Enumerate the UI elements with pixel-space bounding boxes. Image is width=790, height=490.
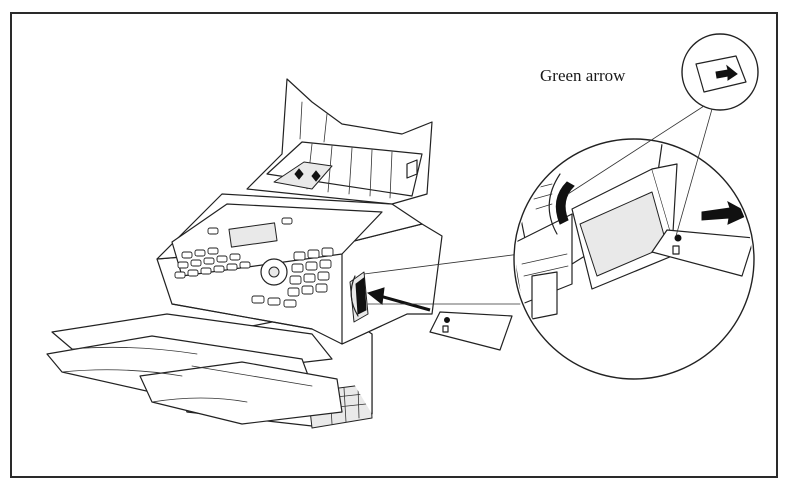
green-arrow-label: Green arrow: [540, 66, 626, 85]
callout-lines: [363, 253, 521, 305]
insertion-arrow: [366, 287, 431, 312]
figure-frame: Green arrow: [10, 12, 778, 478]
cartridge-card: [429, 311, 513, 351]
keypad-right: [251, 247, 334, 308]
keypad-left: [174, 247, 251, 279]
green-arrow-symbol: [681, 33, 759, 111]
pointer-lines: [567, 105, 713, 237]
magnifier-circle: [513, 138, 755, 380]
fax-machine-illustration: [46, 78, 443, 429]
fax-machine-diagram: [46, 33, 759, 429]
